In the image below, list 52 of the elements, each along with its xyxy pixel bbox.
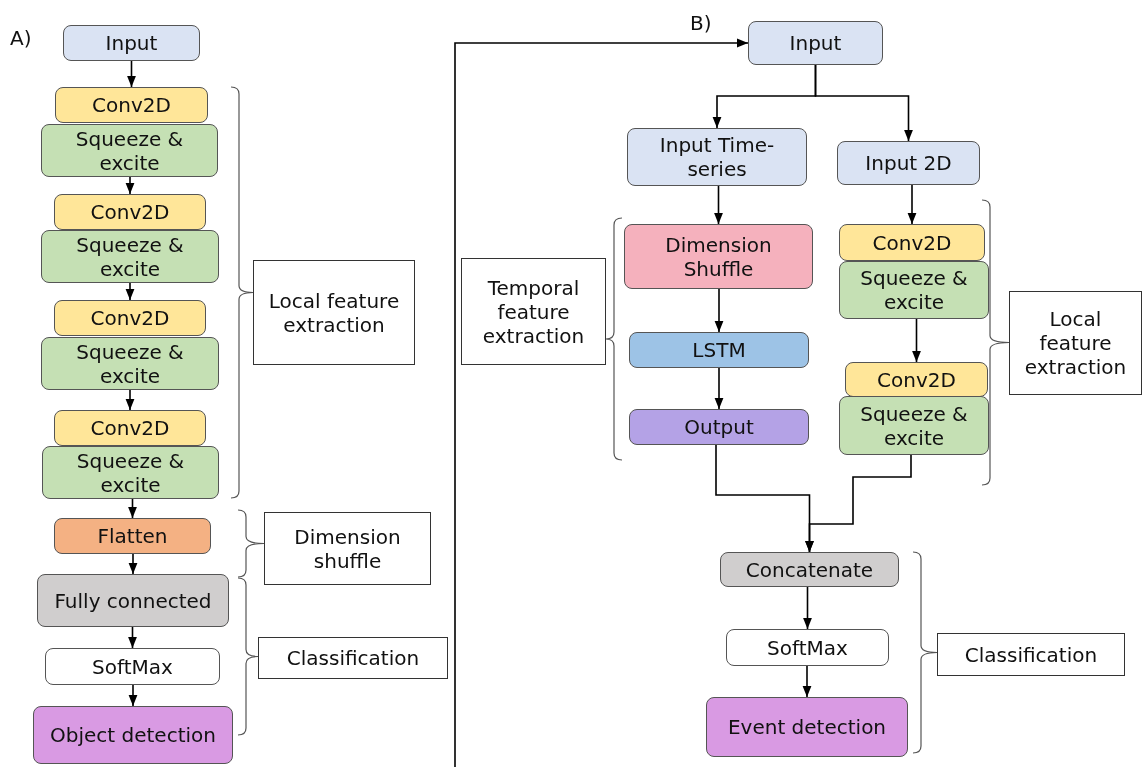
- arrow: [128, 684, 138, 707]
- arrow: [805, 454, 912, 553]
- input-box: Input: [63, 25, 200, 61]
- annotation-box: Classification: [937, 633, 1125, 676]
- arrow: [802, 665, 812, 698]
- annotation-box: Temporal feature extraction: [461, 258, 606, 365]
- flatten-box: Flatten: [54, 518, 211, 554]
- input-box: Input 2D: [837, 141, 980, 185]
- arrow: [128, 626, 137, 649]
- input-box: Input: [748, 21, 883, 65]
- softmax-box: SoftMax: [45, 648, 220, 685]
- squeeze-excite-box: Squeeze & excite: [41, 124, 218, 177]
- annotation-box: Local feature extraction: [253, 260, 415, 365]
- input-box: Input Time-series: [627, 128, 807, 186]
- arrow: [907, 184, 917, 225]
- output-box: Event detection: [706, 697, 908, 757]
- lstm-box: LSTM: [629, 332, 809, 368]
- annotation-box: Local feature extraction: [1009, 291, 1142, 395]
- annotation-box: Classification: [258, 637, 448, 679]
- squeeze-excite-box: Squeeze & excite: [41, 337, 219, 390]
- conv-layer-box: Conv2D: [54, 194, 206, 230]
- output-box: Output: [629, 409, 809, 445]
- arrow: [125, 282, 135, 301]
- layer-box: Fully connected: [37, 574, 229, 627]
- arrow: [803, 586, 812, 630]
- arrow: [128, 498, 137, 519]
- arrow: [714, 288, 724, 333]
- softmax-box: SoftMax: [726, 629, 889, 666]
- squeeze-excite-box: Squeeze & excite: [42, 446, 219, 499]
- squeeze-excite-box: Squeeze & excite: [41, 230, 219, 283]
- output-box: Object detection: [33, 706, 233, 764]
- panel-label: A): [10, 26, 32, 50]
- arrow: [912, 318, 921, 363]
- arrow: [127, 60, 136, 88]
- squeeze-excite-box: Squeeze & excite: [839, 396, 989, 455]
- conv-layer-box: Conv2D: [55, 87, 208, 123]
- arrow: [714, 367, 724, 410]
- conv-layer-box: Conv2D: [839, 224, 985, 261]
- conv-layer-box: Conv2D: [54, 300, 206, 336]
- squeeze-excite-box: Squeeze & excite: [839, 261, 989, 319]
- conv-layer-box: Conv2D: [845, 362, 988, 397]
- annotation-box: Dimension shuffle: [264, 512, 431, 585]
- arrow: [814, 64, 913, 142]
- arrow: [125, 176, 135, 195]
- arrow: [128, 553, 138, 575]
- conv-layer-box: Conv2D: [54, 410, 206, 446]
- arrow: [125, 389, 135, 411]
- panel-label: B): [690, 11, 712, 35]
- layer-box: Concatenate: [720, 552, 899, 587]
- arrow: [714, 185, 723, 225]
- arrow: [454, 38, 749, 767]
- shuffle-box: Dimension Shuffle: [624, 224, 813, 289]
